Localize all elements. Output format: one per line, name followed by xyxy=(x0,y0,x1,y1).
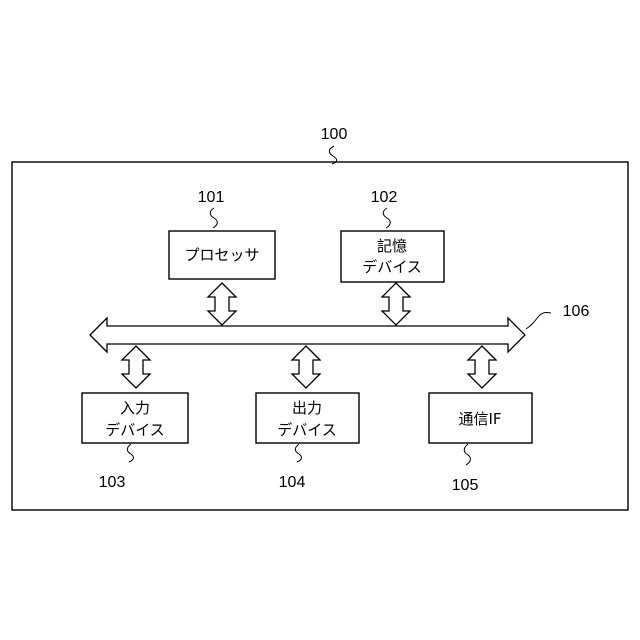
storage-label-line1: 記憶 xyxy=(377,237,407,255)
storage-ref: 102 xyxy=(371,189,398,206)
storage-label-line2: デバイス xyxy=(362,258,422,276)
processor-label: プロセッサ xyxy=(184,246,259,264)
input-label-line2: デバイス xyxy=(105,421,165,439)
output-ref: 104 xyxy=(279,474,306,491)
comm-ref: 105 xyxy=(452,477,479,494)
output-label-line1: 出力 xyxy=(292,399,322,417)
processor-ref: 101 xyxy=(198,189,225,206)
input-label-line1: 入力 xyxy=(120,399,150,417)
bus-ref: 106 xyxy=(563,303,590,320)
input-ref: 103 xyxy=(99,474,126,491)
output-label-line2: デバイス xyxy=(277,421,337,439)
comm-label: 通信IF xyxy=(458,410,501,428)
system-ref: 100 xyxy=(321,126,348,143)
